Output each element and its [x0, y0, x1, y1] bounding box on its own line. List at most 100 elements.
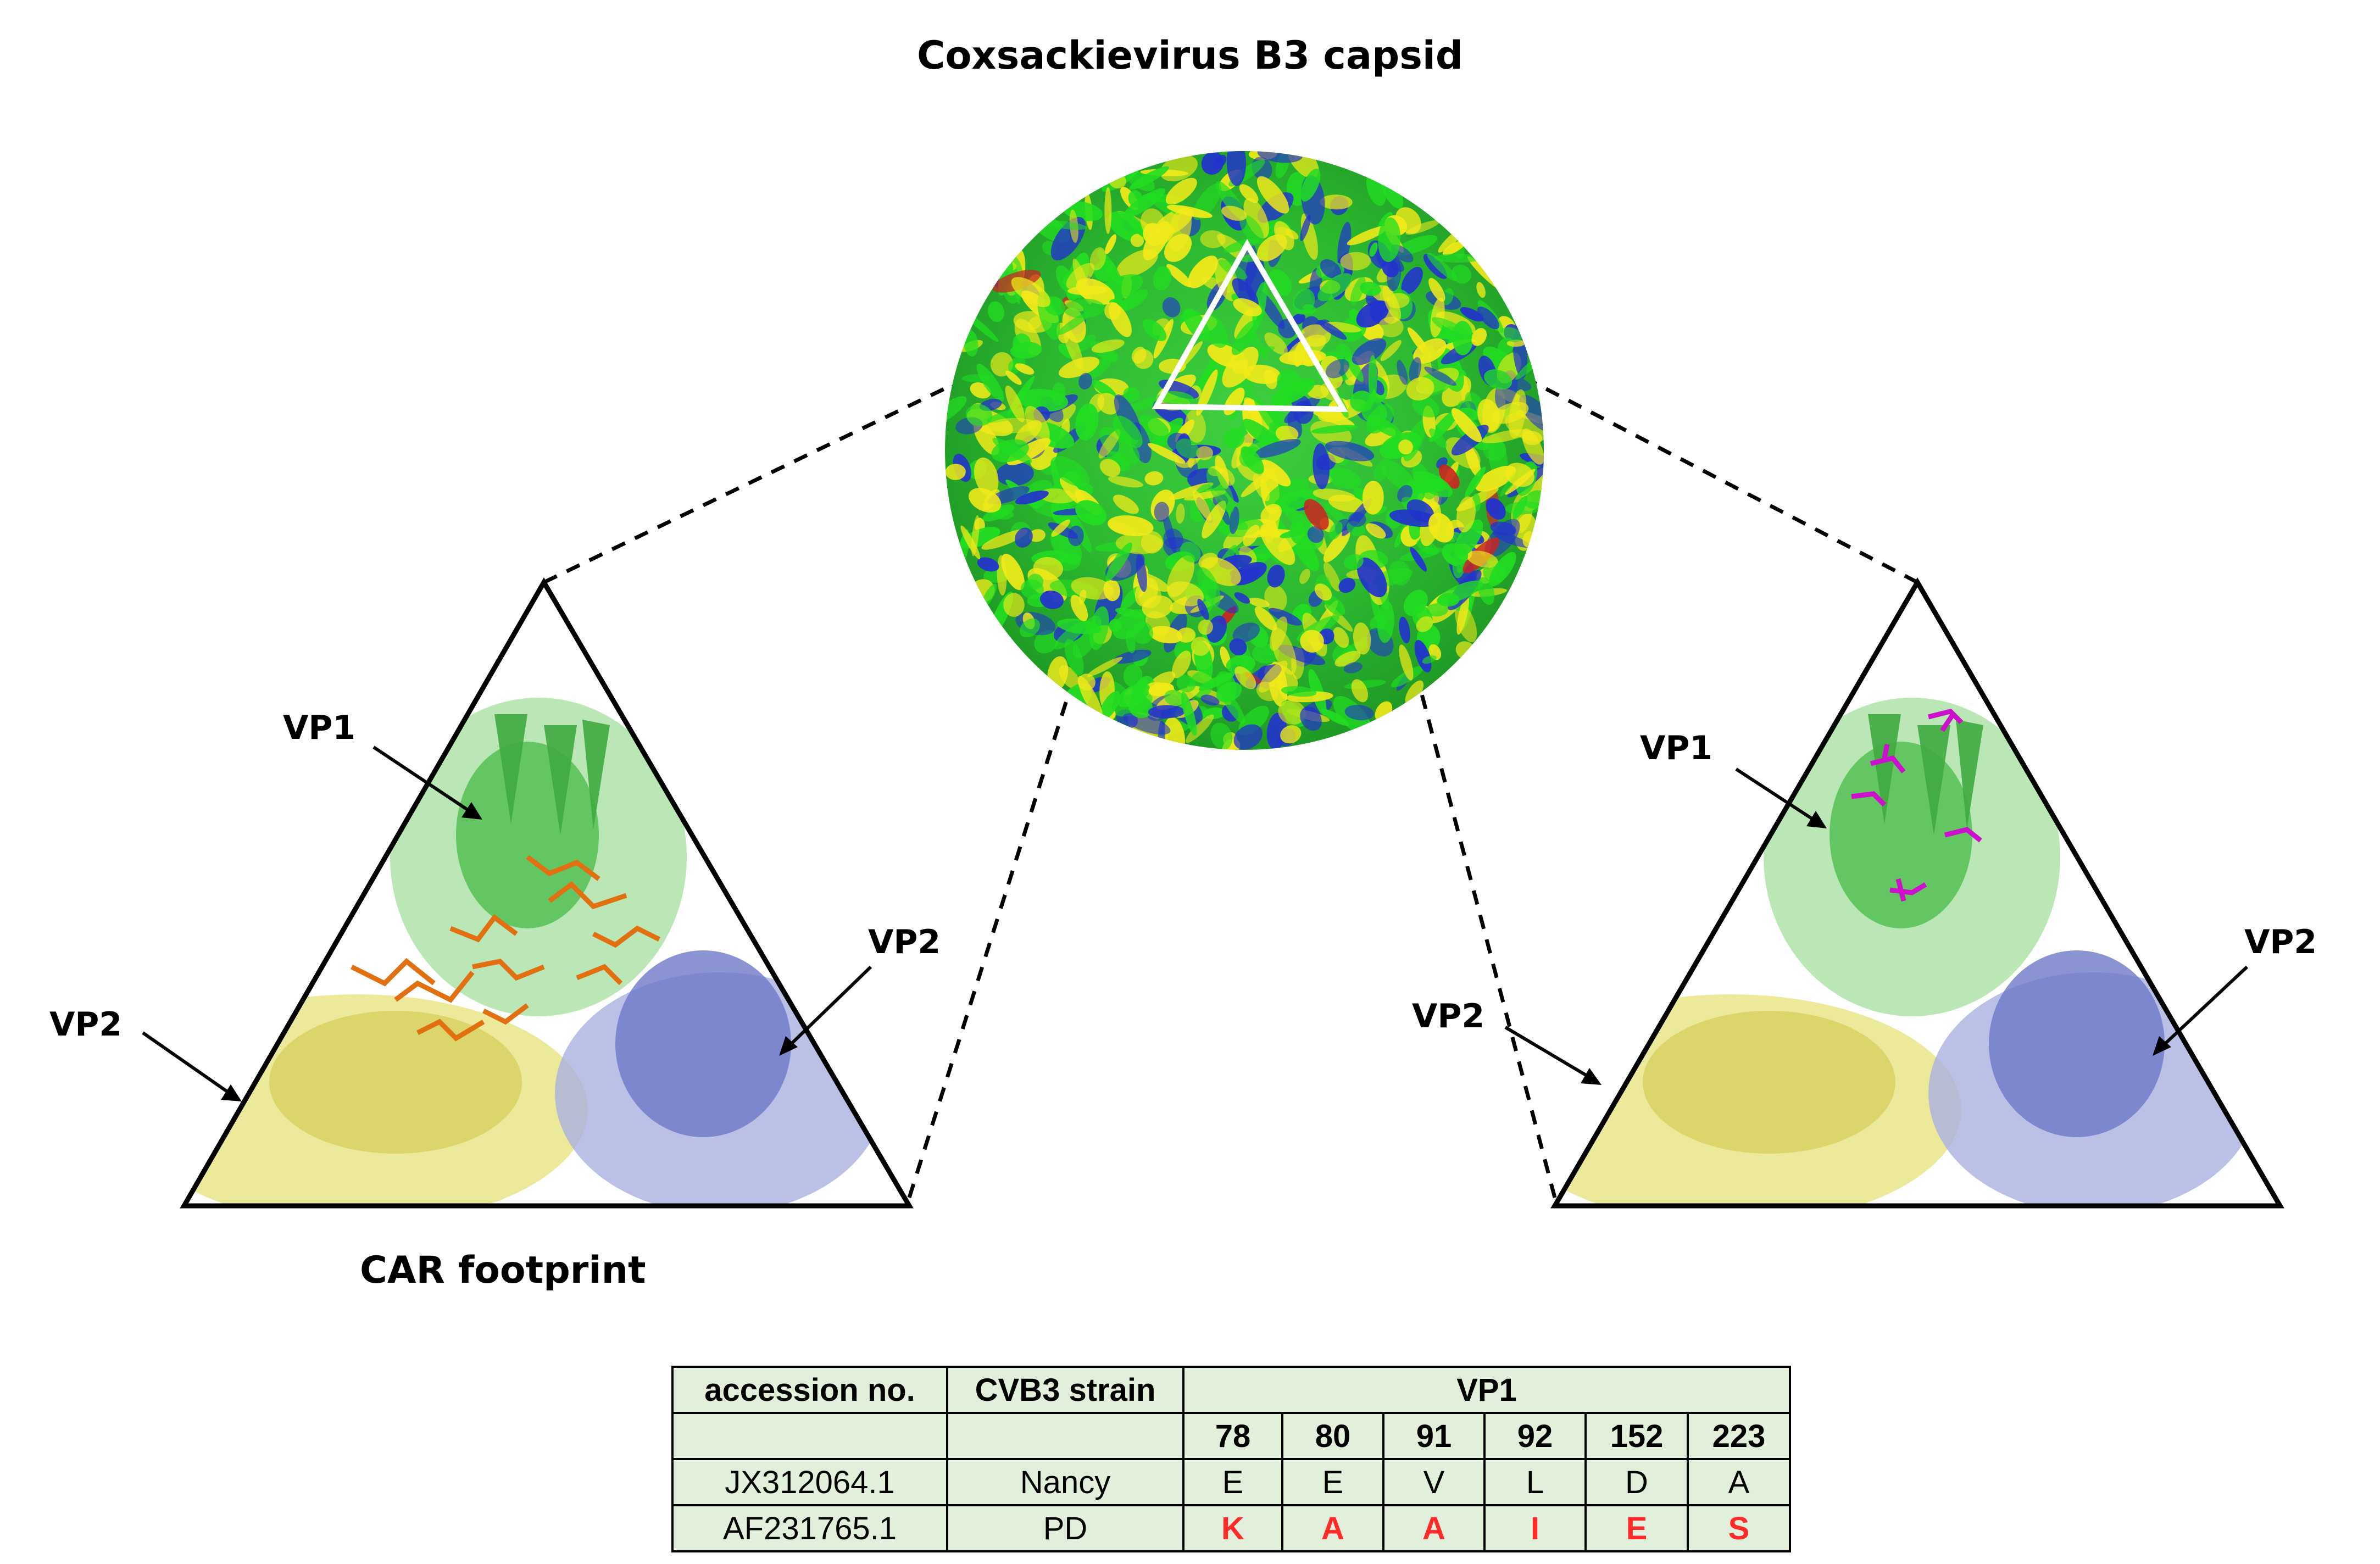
- capsid-ribbon: [1456, 594, 1470, 635]
- capsid-ribbon: [1484, 369, 1512, 390]
- capsid-ribbon: [1275, 227, 1291, 236]
- capsid-ribbon: [1413, 338, 1447, 364]
- capsid-ribbon: [1064, 639, 1084, 676]
- capsid-ribbon: [969, 488, 1002, 513]
- car-footprint-label: CAR footprint: [360, 1249, 646, 1292]
- capsid-ribbon: [1153, 266, 1172, 291]
- capsid-ribbon: [1292, 288, 1315, 315]
- capsid-ribbon: [1471, 328, 1487, 346]
- capsid-ribbon: [1197, 567, 1221, 606]
- capsid-ribbon: [1519, 394, 1544, 433]
- capsid-ribbon: [1317, 273, 1353, 302]
- capsid-ribbon: [1368, 355, 1377, 402]
- mutant-residue-cell: A: [1382, 1504, 1486, 1552]
- capsid-ribbon: [1377, 600, 1394, 643]
- capsid-ribbon: [1275, 425, 1299, 442]
- capsid-ribbon: [1300, 215, 1311, 241]
- capsid-ribbon: [1188, 255, 1218, 288]
- capsid-ribbon: [1129, 166, 1169, 190]
- capsid-ribbon: [1263, 369, 1277, 389]
- capsid-ribbon: [1460, 307, 1484, 322]
- capsid-ribbon: [1176, 438, 1199, 459]
- capsid-ribbon: [1344, 704, 1374, 721]
- capsid-ribbon: [1328, 521, 1343, 540]
- capsid-ribbon: [1223, 427, 1245, 449]
- protein-header: VP1: [1182, 1366, 1792, 1414]
- capsid-ribbon: [1256, 234, 1287, 261]
- capsid-ribbon: [1282, 505, 1315, 534]
- right-vp2-right-label: VP2: [2244, 923, 2317, 961]
- capsid-ribbon: [1256, 176, 1289, 214]
- capsid-ribbon: [1142, 595, 1173, 619]
- capsid-ribbon: [1226, 151, 1247, 186]
- capsid-ribbon: [1361, 399, 1387, 425]
- capsid-ribbon: [1409, 357, 1421, 382]
- capsid-ribbon: [1389, 509, 1438, 527]
- capsid-ribbon: [1243, 198, 1269, 238]
- capsid-ribbon: [1264, 332, 1288, 355]
- capsid-ribbon: [1019, 618, 1040, 638]
- capsid-ribbon: [1252, 282, 1267, 329]
- capsid-ribbon: [1148, 705, 1185, 719]
- mutant-residue-cell: S: [1686, 1504, 1792, 1552]
- annotation-arrows: [142, 745, 2249, 1101]
- capsid-ribbon: [1416, 616, 1433, 632]
- capsid-ribbon: [1429, 428, 1447, 448]
- capsid-ribbon: [1465, 445, 1481, 477]
- mutant-residue-cell: A: [1281, 1504, 1384, 1552]
- empty-cell: [671, 1412, 948, 1460]
- table-row: AF231765.1 PD K A A I E S: [671, 1504, 1792, 1552]
- capsid-ribbon: [1113, 494, 1139, 514]
- capsid-ribbon: [1011, 277, 1050, 308]
- strain-header: CVB3 strain: [946, 1366, 1185, 1414]
- capsid-ribbon: [1200, 230, 1226, 248]
- capsid-ribbon: [1344, 554, 1364, 570]
- capsid-ribbon: [1324, 562, 1341, 592]
- capsid-ribbon: [1373, 464, 1387, 481]
- right-protomer-panel: [1550, 577, 2284, 1209]
- capsid-ribbon: [1304, 499, 1329, 530]
- capsid-ribbon: [1254, 606, 1277, 631]
- capsid-ribbon: [1241, 446, 1264, 474]
- capsid-ribbon: [1353, 622, 1371, 655]
- capsid-ribbon: [1216, 682, 1242, 703]
- capsid-ribbon: [1050, 456, 1090, 487]
- capsid-ribbon: [1015, 363, 1035, 375]
- capsid-ribbon: [1136, 554, 1147, 592]
- capsid-ribbon: [1149, 626, 1183, 644]
- capsid-ribbon: [1362, 481, 1384, 515]
- capsid-ribbon: [1071, 577, 1114, 600]
- capsid-ribbon: [1001, 553, 1025, 591]
- capsid-ribbon: [1166, 264, 1192, 287]
- capsid-ribbon: [1059, 477, 1087, 507]
- mutation-table: accession no. CVB3 strain VP1 78 80 91 9…: [671, 1366, 1792, 1552]
- capsid-ribbon: [1163, 528, 1183, 549]
- capsid-ribbon: [1428, 278, 1445, 302]
- capsid-ribbon: [1313, 488, 1355, 502]
- capsid-ribbon: [1075, 403, 1099, 441]
- capsid-ribbon: [1399, 616, 1410, 643]
- capsid-ribbon: [987, 301, 1004, 322]
- capsid-ribbon: [1434, 253, 1480, 263]
- capsid-ribbon: [1098, 429, 1121, 459]
- capsid-ribbon: [1442, 326, 1458, 343]
- capsid-ribbon: [1191, 637, 1210, 656]
- capsid-ribbon: [1267, 565, 1285, 588]
- capsid-ribbon: [1338, 577, 1355, 593]
- car-footprint-residues: [350, 855, 661, 1042]
- capsid-ribbon: [1104, 302, 1121, 320]
- capsid-ribbon: [1087, 656, 1123, 677]
- capsid-ribbon: [1070, 594, 1088, 621]
- capsid-ribbon: [1442, 288, 1454, 305]
- capsid-ribbon: [1063, 324, 1083, 370]
- capsid-ribbon: [1099, 691, 1120, 721]
- capsid-ribbon: [1321, 709, 1349, 726]
- capsid-ribbon: [1483, 437, 1506, 461]
- capsid-ribbon: [1352, 338, 1387, 365]
- capsid-ribbon: [1198, 619, 1213, 635]
- capsid-ribbon: [1414, 639, 1432, 673]
- capsid-ribbon: [1076, 278, 1115, 305]
- capsid-ribbon: [1505, 501, 1543, 515]
- capsid-ribbon: [1324, 595, 1345, 616]
- capsid-ribbon: [1281, 686, 1317, 697]
